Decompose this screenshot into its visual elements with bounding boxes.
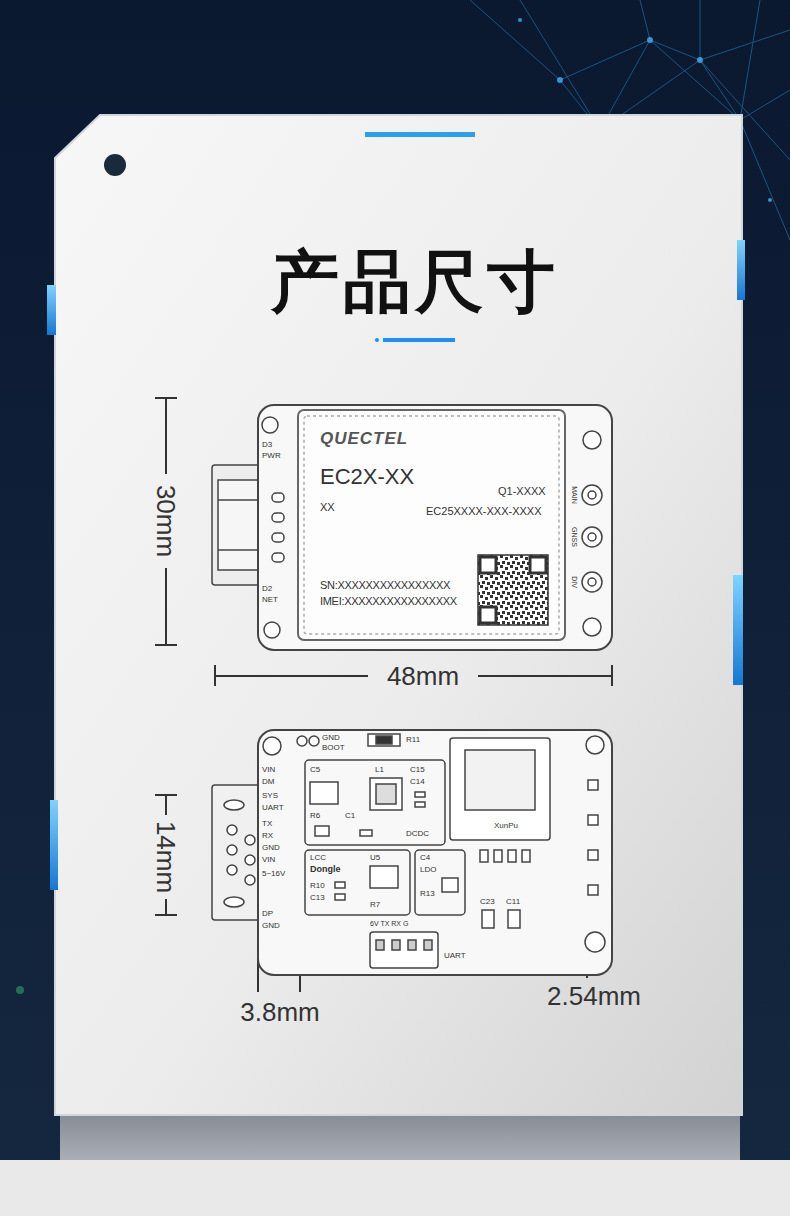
silkscreen-label: U5 [370, 854, 380, 862]
silkscreen-label: TX [262, 820, 272, 828]
module-marking: Q1-XXXX [498, 486, 546, 497]
silkscreen-label: BOOT [322, 744, 345, 752]
silkscreen-label: RX [262, 832, 273, 840]
silkscreen-label: D2 [262, 585, 272, 593]
silkscreen-label: R13 [420, 890, 435, 898]
silkscreen-label: DM [262, 778, 274, 786]
board-outline: D3PWR D2NET MAIN GNSS DIV QUECTEL EC2X-XX XX Q1-… [210, 405, 612, 650]
silkscreen-label: 5~16V [262, 870, 285, 878]
silkscreen-label: C4 [420, 854, 430, 862]
module-marking: QUECTEL [320, 430, 408, 447]
silkscreen-label: L1 [375, 766, 384, 774]
silkscreen-label: NET [262, 596, 278, 604]
silkscreen-label: C5 [310, 766, 320, 774]
silkscreen-label: LDO [420, 866, 436, 874]
silkscreen-label: C23 [480, 898, 495, 906]
silkscreen-label: GND [262, 844, 280, 852]
dimension-label: 3.8mm [240, 999, 319, 1025]
silkscreen-label: R10 [310, 882, 325, 890]
silkscreen-label: C13 [310, 894, 325, 902]
silkscreen-label: UART [262, 804, 284, 812]
dimension-label: 2.54mm [547, 983, 641, 1009]
silkscreen-label: GND [262, 922, 280, 930]
silkscreen-label: C1 [345, 812, 355, 820]
board-outline: GND BOOT R11VIN DM SYS UART TX RX GND VIN 5~16V DP G… [210, 730, 612, 975]
silkscreen-label: MAIN [571, 486, 578, 504]
silkscreen-label: R11 [406, 736, 420, 744]
silkscreen-label: XunPu [494, 822, 518, 830]
module-marking: IMEI:XXXXXXXXXXXXXXXX [320, 596, 457, 607]
silkscreen-label: UART [444, 952, 466, 960]
silkscreen-label: R6 [310, 812, 320, 820]
silkscreen-label: D3 [262, 441, 272, 449]
silkscreen-label: Dongle [310, 865, 341, 874]
dimension-label: 30mm [153, 485, 179, 557]
module-marking: EC2X-XX [320, 466, 414, 488]
title: 产品尺寸 [271, 248, 559, 316]
silkscreen-label: DP [262, 910, 273, 918]
silkscreen-label: PWR [262, 452, 281, 460]
silkscreen-label: C14 [410, 778, 425, 786]
silkscreen-label: R7 [370, 901, 380, 909]
module-marking: EC25XXXX-XXX-XXXX [426, 506, 542, 517]
module-box: QUECTEL EC2X-XX XX Q1-XXXX EC25XXXX-XXX-XXXX… [298, 410, 565, 640]
silkscreen-label: GND [322, 734, 340, 742]
dimension-label: 14mm [153, 821, 179, 893]
silkscreen-label: SYS [262, 792, 278, 800]
silkscreen-label: LCC [310, 854, 326, 862]
silkscreen-label: C11 [506, 898, 520, 906]
silkscreen-label: VIN [262, 766, 275, 774]
module-marking: SN:XXXXXXXXXXXXXXXX [320, 580, 450, 591]
silkscreen-label: GNSS [571, 527, 578, 547]
silkscreen-label: DCDC [406, 830, 429, 838]
silkscreen-label: DIV [571, 576, 578, 588]
silkscreen-label: C15 [410, 766, 425, 774]
silkscreen-label: VIN [262, 856, 275, 864]
silkscreen-label: 6V TX RX G [370, 920, 408, 927]
dimension-label: 48mm [387, 663, 459, 689]
module-marking: XX [320, 502, 335, 513]
